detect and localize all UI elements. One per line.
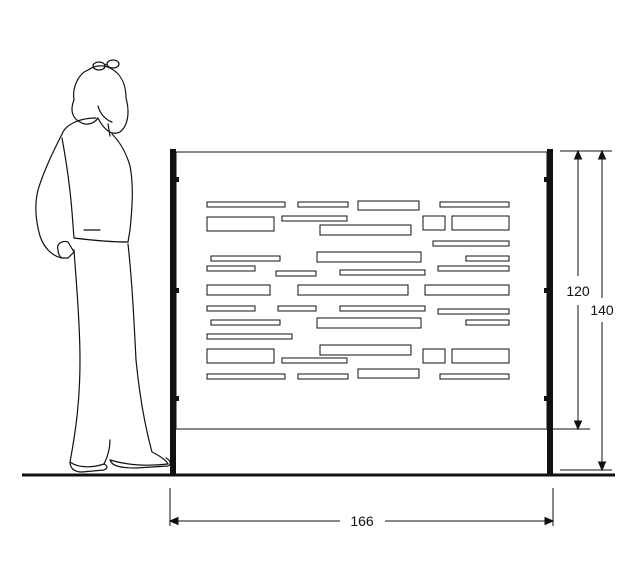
panel-slot bbox=[424, 284, 510, 296]
panel-slot bbox=[439, 373, 510, 380]
person-silhouette bbox=[35, 59, 171, 473]
panel-height-label: 120 bbox=[566, 283, 590, 299]
panel-slot bbox=[451, 215, 510, 231]
panel-slot bbox=[206, 305, 256, 312]
panel-height-dimension bbox=[430, 149, 590, 431]
panel-slot bbox=[206, 348, 275, 364]
panel-slot bbox=[206, 201, 286, 208]
panel-slot bbox=[316, 317, 422, 329]
panel-slot-pattern bbox=[206, 200, 510, 380]
right-post-bracket bbox=[544, 177, 547, 182]
left-post-bracket bbox=[176, 396, 179, 401]
total-height-dimension bbox=[560, 149, 612, 472]
total-height-label: 140 bbox=[590, 302, 614, 318]
panel-slot bbox=[465, 319, 510, 326]
panel-slot bbox=[206, 216, 275, 232]
right-post-bracket bbox=[544, 396, 547, 401]
panel-slot bbox=[277, 305, 317, 312]
panel-slot bbox=[316, 251, 422, 263]
panel-slot bbox=[339, 305, 426, 312]
panel-slot bbox=[319, 224, 412, 236]
panel-slot bbox=[465, 255, 510, 262]
panel-slot bbox=[422, 215, 446, 231]
panel-slot bbox=[206, 333, 293, 340]
left-post-bracket bbox=[176, 177, 179, 182]
panel-slot bbox=[297, 201, 349, 208]
panel-slot bbox=[281, 357, 348, 364]
width-label: 166 bbox=[350, 513, 374, 529]
panel-slot bbox=[210, 255, 281, 262]
right-post-bracket bbox=[544, 288, 547, 293]
right-post bbox=[547, 149, 553, 475]
left-post-bracket bbox=[176, 288, 179, 293]
panel-slot bbox=[339, 269, 426, 276]
panel-slot bbox=[437, 308, 510, 315]
panel-slot bbox=[439, 201, 510, 208]
panel-slot bbox=[206, 284, 271, 296]
panel-slot bbox=[206, 265, 256, 272]
panel-slot bbox=[422, 348, 446, 364]
fence-panel bbox=[175, 151, 548, 430]
panel-slot bbox=[206, 373, 286, 380]
panel-slot bbox=[357, 368, 420, 379]
panel-slot bbox=[437, 265, 510, 272]
left-post bbox=[170, 149, 176, 475]
panel-slot bbox=[281, 215, 348, 222]
panel-slot bbox=[357, 200, 420, 211]
panel-slot bbox=[432, 240, 510, 247]
panel-slot bbox=[275, 270, 317, 277]
panel-slot bbox=[319, 344, 412, 356]
panel-slot bbox=[210, 319, 281, 326]
panel-slot bbox=[297, 284, 409, 296]
panel-slot bbox=[297, 373, 349, 380]
width-dimension bbox=[168, 488, 555, 526]
panel-slot bbox=[451, 348, 510, 364]
